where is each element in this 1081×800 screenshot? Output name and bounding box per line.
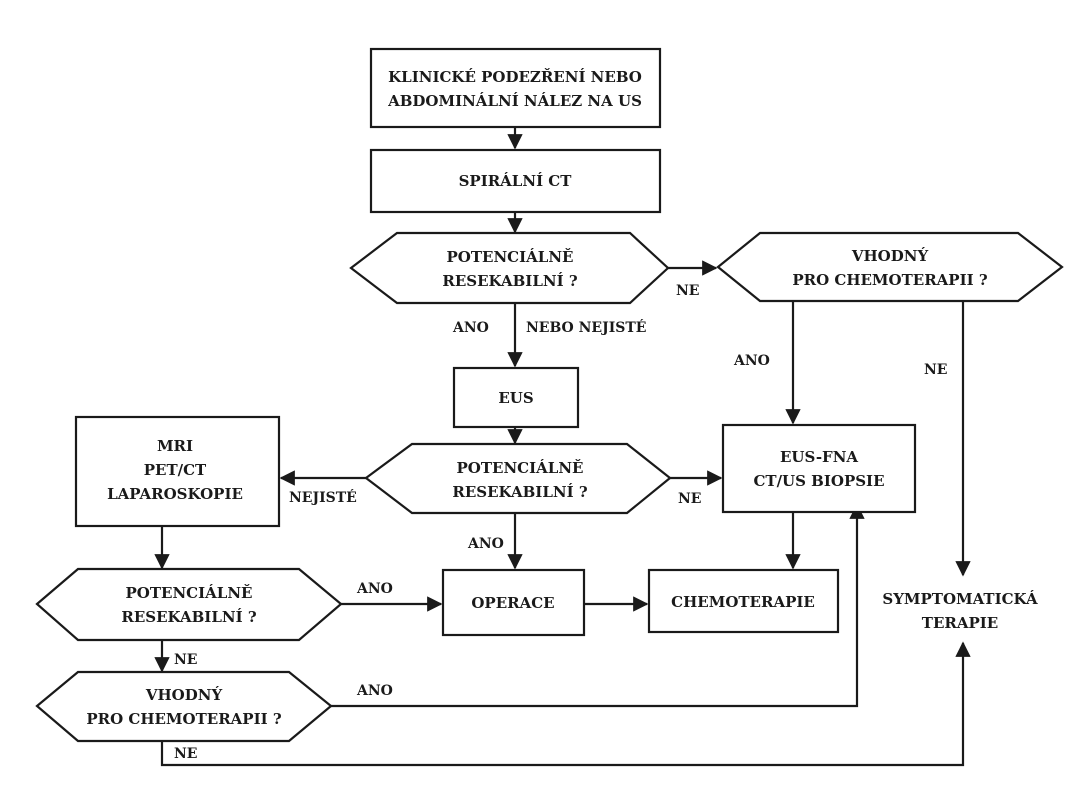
- node-potencialne-2-line-2: RESEKABILNÍ ?: [452, 483, 587, 501]
- node-vhodny-2-line-2: PRO CHEMOTERAPII ?: [86, 710, 281, 728]
- node-symptomaticka: SYMPTOMATICKÁ TERAPIE: [882, 590, 1038, 632]
- node-potencialne-1: POTENCIÁLNĚ RESEKABILNÍ ?: [349, 231, 670, 305]
- node-eus: EUS: [452, 366, 580, 429]
- edge-label-p3-no: NE: [174, 652, 197, 668]
- node-potencialne-2: POTENCIÁLNĚ RESEKABILNÍ ?: [364, 442, 672, 515]
- edge-label-v1-no: NE: [924, 362, 947, 378]
- node-eus-fna: EUS-FNA CT/US BIOPSIE: [721, 423, 917, 514]
- edge-labels: NE ANO NEBO NEJISTÉ ANO NE NEJISTÉ NE AN…: [174, 283, 947, 762]
- edge-label-v1-yes: ANO: [733, 353, 770, 369]
- node-chemoterapie: CHEMOTERAPIE: [647, 568, 840, 634]
- node-potencialne-3-line-1: POTENCIÁLNĚ: [126, 584, 253, 602]
- edge-label-p2-unsure: NEJISTÉ: [289, 488, 357, 506]
- node-potencialne-3: POTENCIÁLNĚ RESEKABILNÍ ?: [35, 567, 343, 642]
- node-klinicke-line-1: KLINICKÉ PODEZŘENÍ NEBO: [388, 68, 642, 86]
- node-symptomaticka-line-2: TERAPIE: [922, 614, 998, 632]
- node-spiralni-ct-label: SPIRÁLNÍ CT: [459, 172, 573, 190]
- node-mri-line-1: MRI: [157, 437, 193, 455]
- node-vhodny-2-line-1: VHODNÝ: [145, 686, 223, 704]
- node-potencialne-1-line-2: RESEKABILNÍ ?: [442, 272, 577, 290]
- node-potencialne-1-line-1: POTENCIÁLNĚ: [447, 248, 574, 266]
- node-potencialne-3-line-2: RESEKABILNÍ ?: [121, 608, 256, 626]
- edge-label-p1-yes: ANO: [452, 320, 489, 336]
- edge-vhodny-2-to-symptomaticka: [160, 641, 971, 767]
- node-potencialne-2-line-1: POTENCIÁLNĚ: [457, 459, 584, 477]
- node-klinicke-line-2: ABDOMINÁLNÍ NÁLEZ NA US: [387, 92, 642, 110]
- edge-label-p2-yes: ANO: [467, 536, 504, 552]
- node-vhodny-1-line-2: PRO CHEMOTERAPII ?: [792, 271, 987, 289]
- node-chemoterapie-label: CHEMOTERAPIE: [671, 593, 815, 611]
- edge-label-p1-no: NE: [676, 283, 699, 299]
- edge-label-p1-unsure: NEBO NEJISTÉ: [526, 318, 646, 336]
- edges: [154, 127, 971, 767]
- node-mri-line-2: PET/CT: [144, 461, 207, 479]
- edge-label-v2-no: NE: [174, 746, 197, 762]
- node-vhodny-1: VHODNÝ PRO CHEMOTERAPII ?: [716, 231, 1064, 303]
- node-klinicke: KLINICKÉ PODEZŘENÍ NEBO ABDOMINÁLNÍ NÁLE…: [369, 47, 662, 129]
- node-mri: MRI PET/CT LAPAROSKOPIE: [74, 415, 281, 528]
- edge-label-p3-yes: ANO: [356, 581, 393, 597]
- edge-vhodny-2-to-eus-fna: [331, 503, 865, 708]
- node-vhodny-2: VHODNÝ PRO CHEMOTERAPII ?: [35, 670, 333, 743]
- node-eus-label: EUS: [498, 389, 533, 407]
- edge-label-v2-yes: ANO: [356, 683, 393, 699]
- node-operace: OPERACE: [441, 568, 586, 637]
- node-operace-label: OPERACE: [471, 594, 554, 612]
- node-eus-fna-line-2: CT/US BIOPSIE: [753, 472, 884, 490]
- node-vhodny-1-line-1: VHODNÝ: [851, 247, 929, 265]
- node-spiralni-ct: SPIRÁLNÍ CT: [369, 148, 662, 214]
- edge-label-p2-no: NE: [678, 491, 701, 507]
- node-symptomaticka-line-1: SYMPTOMATICKÁ: [882, 590, 1038, 608]
- node-eus-fna-line-1: EUS-FNA: [780, 448, 858, 466]
- node-mri-line-3: LAPAROSKOPIE: [107, 485, 243, 503]
